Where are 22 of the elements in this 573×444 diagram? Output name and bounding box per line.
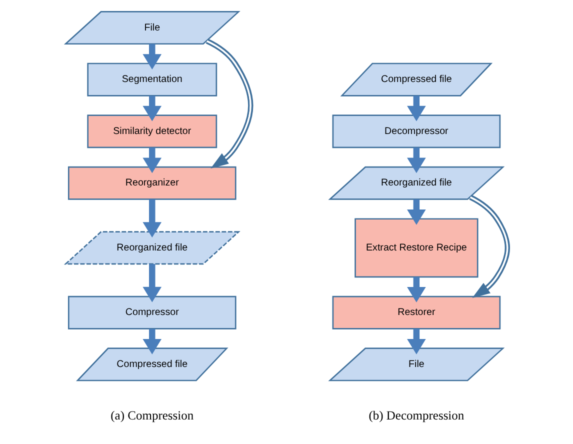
node-box: Compressor [68,296,236,330]
arrow [142,264,162,302]
arrow [142,328,162,354]
arrow [407,199,426,225]
node-box: Reorganizer [68,166,236,200]
arrow [407,276,426,302]
arrow [142,148,162,174]
arrow [407,96,426,122]
arrow [469,194,510,298]
arrow [142,199,162,238]
arrow [206,38,254,168]
arrow [407,328,426,354]
arrow [407,148,426,174]
arrow [142,44,162,70]
label: (a) Compression [110,408,194,423]
node-box: Extract Restore Recipe [354,218,478,278]
arrow [142,96,162,122]
node-box: Restorer [332,296,501,330]
label: (b) Decompression [368,408,464,423]
node-box: Similarity detector [87,114,218,148]
node-box: Segmentation [87,62,218,96]
node-box: Decompressor [332,114,501,148]
